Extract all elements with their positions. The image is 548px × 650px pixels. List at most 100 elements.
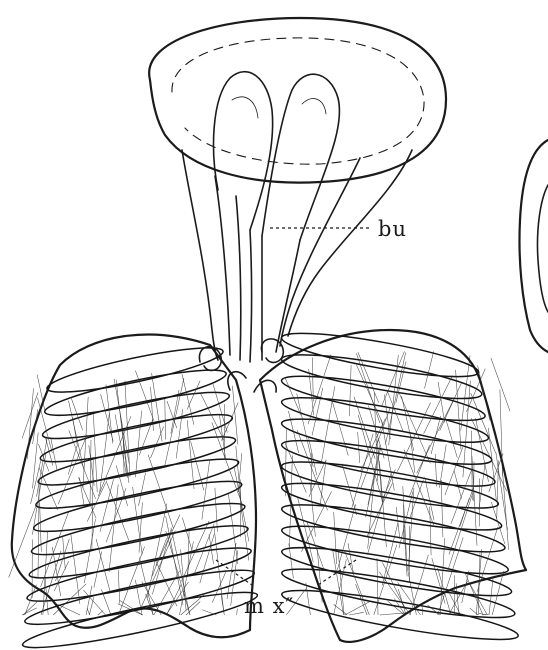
- hatch-stroke: [308, 354, 331, 424]
- hatch-stroke: [358, 432, 360, 463]
- hatch-stroke: [389, 355, 399, 445]
- hatch-stroke: [350, 365, 352, 416]
- hatch-stroke: [349, 612, 364, 615]
- hatch-stroke: [51, 438, 57, 471]
- hatch-stroke: [109, 484, 118, 572]
- hatch-stroke: [338, 551, 344, 615]
- left-ring: [20, 583, 260, 650]
- hatch-stroke: [428, 605, 440, 615]
- hatch-stroke: [181, 549, 187, 610]
- hatch-stroke: [71, 535, 80, 604]
- hatch-stroke: [358, 352, 379, 403]
- left-ring: [29, 495, 247, 564]
- hatch-stroke: [334, 604, 348, 615]
- hatch-stroke: [285, 443, 306, 493]
- hatch-stroke: [289, 544, 294, 579]
- hatch-stroke: [310, 482, 315, 536]
- hatch-stroke: [86, 586, 92, 615]
- hatch-stroke: [118, 570, 120, 604]
- bu-label: bu: [378, 217, 407, 241]
- hatch-stroke: [334, 512, 337, 564]
- hatch-stroke: [154, 571, 180, 615]
- left-body: [9, 335, 260, 650]
- hatch-stroke: [368, 469, 375, 548]
- hatch-stroke: [23, 600, 38, 615]
- hatch-stroke: [377, 558, 378, 615]
- hatch-stroke: [27, 388, 33, 458]
- hatch-stroke: [451, 469, 472, 524]
- hatch-stroke: [182, 518, 192, 550]
- hatch-stroke: [187, 420, 194, 489]
- hatch-stroke: [234, 468, 249, 541]
- hatch-stroke: [165, 399, 166, 439]
- right-ring: [279, 496, 507, 561]
- hatch-stroke: [406, 563, 416, 615]
- hatch-stroke: [500, 390, 503, 477]
- hatch-stroke: [348, 543, 354, 573]
- hatch-stroke: [231, 550, 238, 605]
- hatch-stroke: [228, 494, 238, 564]
- hatch-stroke: [94, 552, 102, 588]
- hatch-stroke: [213, 383, 228, 432]
- mx-label: m x″: [244, 594, 294, 618]
- hatch-stroke: [25, 585, 37, 615]
- hatch-stroke: [445, 447, 463, 495]
- hatch-stroke: [345, 602, 370, 615]
- hatch-stroke: [424, 376, 453, 434]
- hatch-stroke: [344, 550, 369, 615]
- hatch-stroke: [202, 610, 216, 615]
- hatch-stroke: [337, 504, 355, 570]
- hatch-stroke: [317, 547, 322, 603]
- hatch-stroke: [90, 440, 91, 505]
- hatch-stroke: [31, 459, 42, 504]
- hatch-stroke: [41, 512, 69, 587]
- bulb: [149, 18, 446, 240]
- hatch-stroke: [38, 479, 39, 578]
- hatch-stroke: [167, 401, 177, 428]
- hatch-stroke: [446, 418, 458, 458]
- hatch-stroke: [402, 396, 414, 451]
- partial-adjacent-figure: [519, 140, 548, 352]
- hatch-stroke: [396, 507, 400, 539]
- hatch-stroke: [152, 373, 163, 441]
- hatch-stroke: [133, 487, 143, 554]
- hatch-stroke: [478, 365, 490, 420]
- hatch-stroke: [366, 449, 381, 517]
- label-bu: bu: [270, 217, 407, 241]
- hatch-stroke: [215, 488, 218, 532]
- hatch-stroke: [333, 550, 344, 615]
- hatch-stroke: [356, 353, 379, 423]
- hatch-stroke: [89, 597, 94, 615]
- hatch-stroke: [288, 411, 298, 453]
- hatch-stroke: [118, 547, 144, 615]
- hatch-stroke: [440, 444, 447, 487]
- hatch-stroke: [237, 609, 238, 616]
- hatch-stroke: [306, 583, 311, 615]
- right-body: [260, 325, 526, 649]
- hatch-stroke: [135, 411, 141, 478]
- left-ring: [31, 473, 244, 541]
- hatch-stroke: [489, 578, 493, 615]
- hatch-stroke: [461, 356, 470, 431]
- hatch-stroke: [187, 381, 200, 410]
- hatch-stroke: [441, 480, 443, 537]
- hatch-stroke: [440, 538, 445, 615]
- hatch-stroke: [384, 394, 390, 439]
- hatch-stroke: [37, 438, 48, 497]
- hatch-stroke: [463, 381, 471, 478]
- hatch-stroke: [151, 427, 164, 459]
- hatch-stroke: [202, 460, 210, 520]
- right-ring: [280, 560, 518, 627]
- hatch-stroke: [214, 527, 224, 613]
- hatch-stroke: [332, 399, 349, 456]
- hatch-stroke: [141, 531, 175, 607]
- hatch-stroke: [139, 473, 146, 506]
- hatch-stroke: [152, 529, 171, 595]
- hatch-stroke: [308, 436, 316, 475]
- hatch-stroke: [382, 523, 398, 585]
- hatch-stroke: [232, 386, 237, 445]
- hatch-stroke: [491, 502, 505, 544]
- hatch-stroke: [176, 409, 183, 459]
- hatch-stroke: [241, 505, 249, 561]
